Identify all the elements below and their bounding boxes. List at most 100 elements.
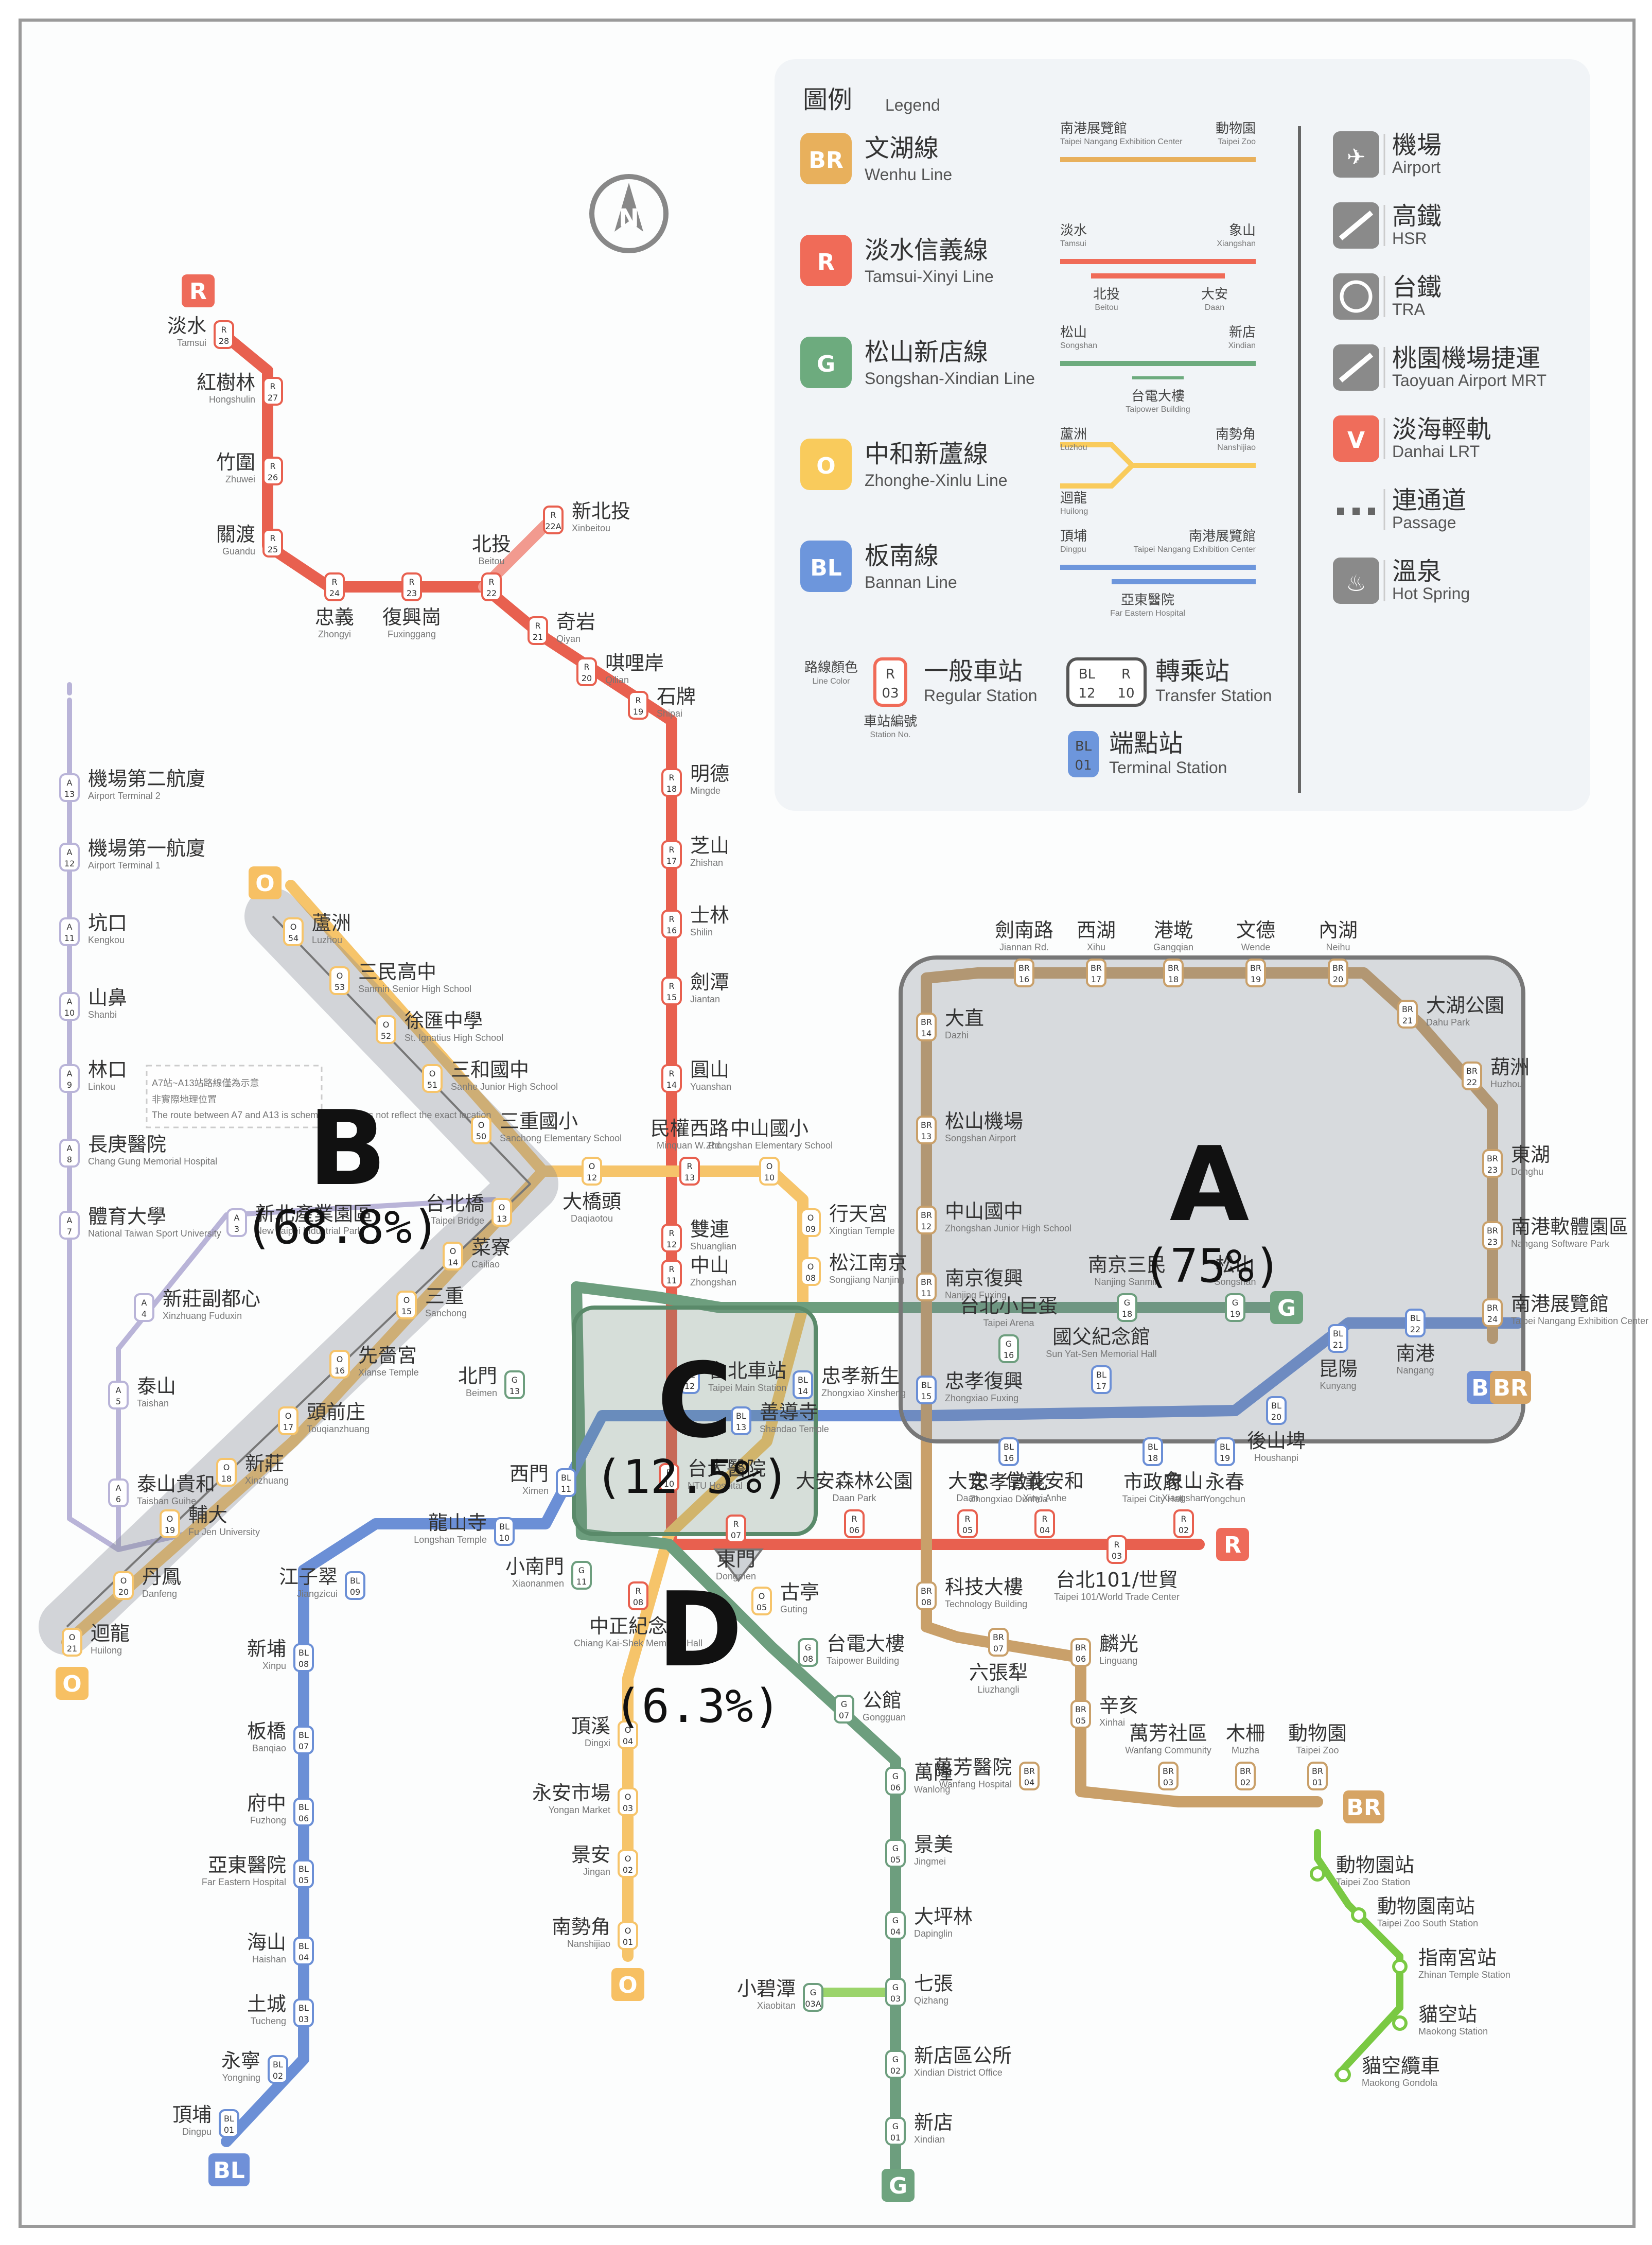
station-code-number: 24 (329, 588, 340, 598)
station-marker (324, 572, 345, 601)
legend-terminal-marker (1068, 731, 1099, 777)
terminal-badge-box (882, 2169, 915, 2202)
station-code-number: 14 (666, 1080, 677, 1090)
station-marker (283, 917, 304, 946)
station-name-zh: 坑口 (88, 912, 127, 934)
legend-icon-zh: 台鐵 (1392, 273, 1442, 302)
station-marker (661, 1224, 682, 1252)
station-marker (916, 1206, 937, 1234)
station-code-line: G (841, 1699, 847, 1709)
station-name-zh: 中正紀念堂 (589, 1615, 687, 1638)
station-code-number: 05 (757, 1603, 767, 1612)
station-name-en: Taishan (137, 1398, 169, 1408)
legend-line-name-en: Wenhu Line (865, 165, 952, 184)
station-name-en: Ximen (522, 1486, 549, 1496)
legend-line-start-zh: 南港展覽館 (1060, 121, 1127, 136)
station-code-line: BL (1271, 1401, 1281, 1411)
legend-line-name-en: Bannan Line (865, 573, 957, 591)
terminal-badge-o: O (249, 866, 282, 899)
legend-terminal-num: 01 (1075, 758, 1092, 773)
station-code-line: BR (1091, 963, 1102, 973)
legend-line-branch2-en: Daan (1205, 303, 1224, 312)
station-name-zh: 先嗇宮 (358, 1344, 417, 1367)
station-marker (401, 572, 422, 601)
terminal-badge-r: R (182, 274, 215, 307)
station-code-line: O (625, 1725, 631, 1735)
station-name-zh: 忠孝復興 (945, 1370, 1023, 1393)
station-name-zh: 動物園 (1288, 1722, 1347, 1745)
station-code-number: 13 (921, 1132, 932, 1141)
station-marker (916, 1376, 937, 1404)
station-code-line: O (403, 1295, 410, 1305)
station-code-number: 54 (288, 933, 298, 943)
legend-regular-zh: 一般車站 (924, 657, 1023, 686)
terminal-badge-o: O (56, 1667, 89, 1700)
station-marker (1405, 1309, 1426, 1337)
station-marker (661, 977, 682, 1005)
station-code-line: R (584, 662, 589, 672)
station-marker (329, 1350, 350, 1379)
station-code-line: O (625, 1792, 631, 1802)
station-name-zh: 忠孝敦化 (970, 1471, 1048, 1493)
terminal-badge-box (1270, 1291, 1303, 1324)
station-code-line: BR (1466, 1066, 1478, 1076)
station-code-line: BR (1240, 1766, 1251, 1776)
station-name-en: Dazhi (945, 1030, 969, 1040)
station-name-zh: 泰山貴和 (137, 1473, 215, 1495)
station-name-zh: 大湖公園 (1426, 994, 1504, 1017)
zone-percentage: (75%) (1143, 1239, 1282, 1293)
station-name-en: Taipei 101/World Trade Center (1054, 1592, 1180, 1602)
station-marker (1335, 2067, 1351, 2082)
station-name-en: Maokong Station (1418, 2026, 1488, 2037)
station-code-line: BL (499, 1522, 509, 1532)
station-marker (1117, 1293, 1137, 1322)
station-code-number: 05 (1076, 1716, 1086, 1726)
station-name-zh: 新店區公所 (914, 2044, 1012, 2067)
legend-line-name-zh: 板南線 (865, 542, 939, 570)
station-name-zh: 山鼻 (88, 986, 127, 1009)
station-marker (422, 1064, 443, 1093)
station-code-number: 11 (666, 1276, 677, 1285)
station-code-number: 19 (1230, 1309, 1240, 1319)
legend-line-branch-zh: 亞東醫院 (1121, 593, 1174, 608)
station-marker (268, 2055, 288, 2084)
legend-transfer-zh: 轉乘站 (1155, 657, 1229, 686)
station-marker (988, 1628, 1009, 1657)
station-marker (59, 992, 80, 1021)
station-name-zh: 國父紀念館 (1052, 1326, 1150, 1348)
station-marker (618, 1787, 638, 1816)
station-code-number: 21 (1333, 1340, 1343, 1350)
station-name-en: Dongmen (716, 1571, 756, 1581)
station-name-en: Linguang (1099, 1656, 1137, 1666)
station-marker (1462, 1061, 1482, 1090)
station-marker (1014, 959, 1034, 987)
station-marker (834, 1695, 854, 1724)
station-code-number: 20 (118, 1587, 129, 1597)
station-name-zh: 體育大學 (88, 1205, 166, 1228)
station-code-line: A (67, 1215, 73, 1225)
station-name-en: Taipower Building (827, 1656, 899, 1666)
station-code-number: 06 (849, 1525, 859, 1535)
station-name-en: Fuxinggang (388, 629, 436, 639)
station-name-zh: 西湖 (1077, 919, 1116, 942)
station-name-zh: 石牌 (657, 685, 696, 708)
station-code-number: 3 (234, 1224, 239, 1234)
station-name-en: National Taiwan Sport University (88, 1228, 221, 1239)
legend-line-badge-text: O (816, 453, 835, 479)
station-marker (214, 320, 234, 349)
station-code-line: O (625, 1926, 631, 1936)
